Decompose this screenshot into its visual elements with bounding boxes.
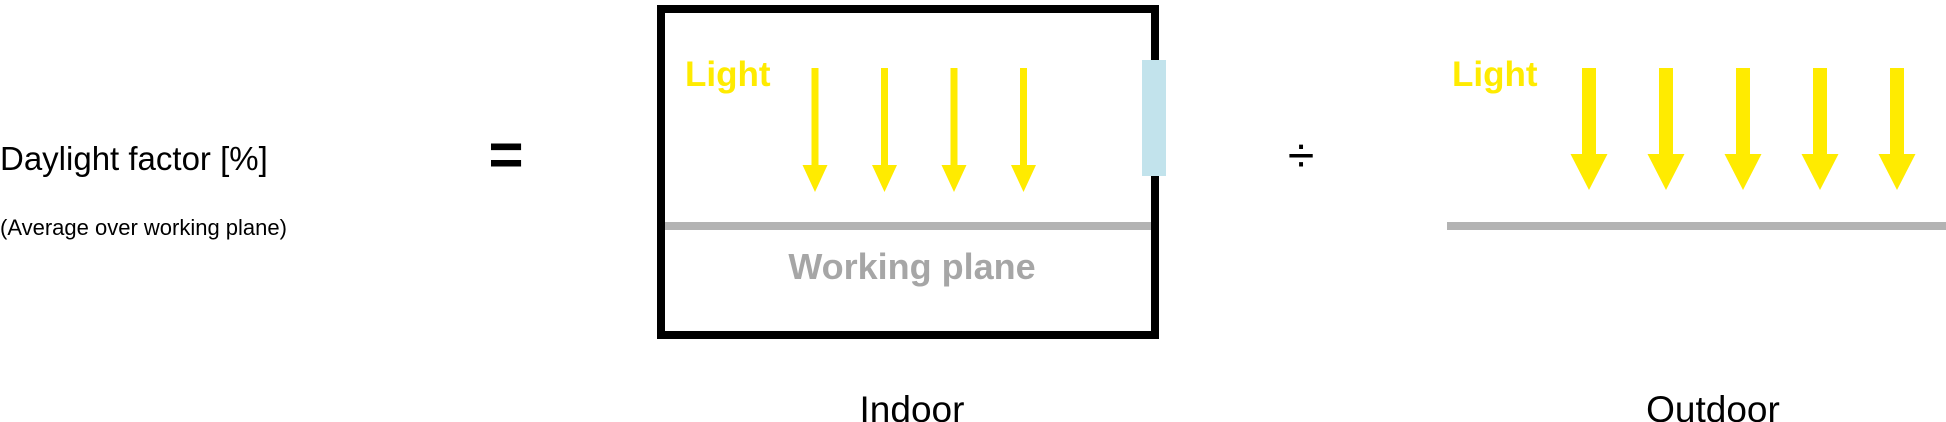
indoor-light-arrows [802,68,1036,192]
working-plane-label: Working plane [788,246,1035,287]
outdoor-caption: Outdoor [1646,389,1780,422]
light-arrow-icon [1724,68,1762,190]
light-arrow-icon [1878,68,1916,190]
daylight-factor-subtitle: (Average over working plane) [0,215,287,240]
light-arrow-icon [941,68,967,192]
outdoor-light-arrows [1570,68,1916,190]
light-arrow-icon [1570,68,1608,190]
indoor-working-plane-line [665,222,1151,230]
indoor-light-label: Light [685,55,771,94]
daylight-factor-title: Daylight factor [%] [0,140,268,177]
indoor-room: Light Working plane [657,5,1166,339]
light-arrow-icon [802,68,828,192]
light-arrow-icon [1801,68,1839,190]
outdoor-scene: Light [1447,55,1946,230]
divide-sign: ÷ [1288,130,1314,183]
window [1142,60,1166,176]
outdoor-ground-line [1447,222,1946,230]
light-arrow-icon [872,68,897,192]
indoor-caption: Indoor [860,389,965,422]
equals-sign: = [488,121,523,188]
light-arrow-icon [1011,68,1036,192]
light-arrow-icon [1647,68,1685,190]
outdoor-light-label: Light [1452,55,1538,94]
